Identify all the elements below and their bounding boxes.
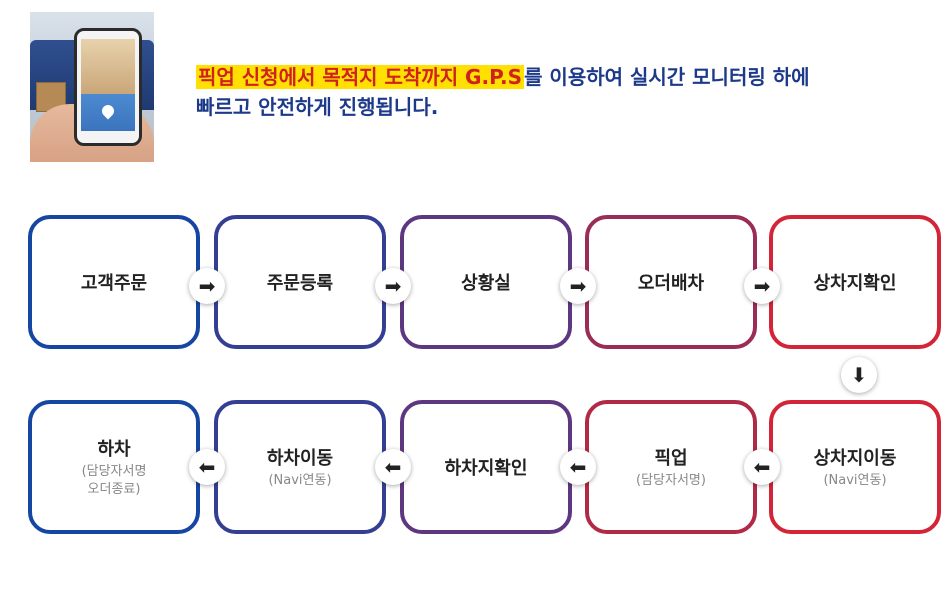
- step-label: 고객주문: [80, 273, 148, 294]
- step-label: 오더배차: [637, 273, 705, 294]
- flow-step-pickup: 픽업 (담당자서명): [585, 400, 757, 534]
- description-line2: 빠르고 안전하게 진행됩니다.: [196, 95, 439, 119]
- step-sublabel: (Navi연동): [268, 473, 332, 488]
- flow-step-customer-order: 고객주문: [28, 215, 200, 349]
- flow-step-unloading-check: 하차지확인: [400, 400, 572, 534]
- location-pin-icon: [99, 102, 117, 120]
- flow-step-loading-move: 상차지이동 (Navi연동): [769, 400, 941, 534]
- step-sublabel: 오더종료): [87, 482, 141, 497]
- arrow-right-icon: ➡: [560, 268, 596, 304]
- step-label: 주문등록: [266, 273, 334, 294]
- step-sublabel: (Navi연동): [823, 473, 887, 488]
- arrow-right-icon: ➡: [744, 268, 780, 304]
- step-sublabel: (담당자서명: [81, 464, 147, 479]
- flow-step-unloading-move: 하차이동 (Navi연동): [214, 400, 386, 534]
- delivery-phone-illustration: [30, 12, 154, 162]
- phone-shape: [74, 28, 142, 146]
- step-label: 하차지확인: [444, 458, 528, 479]
- phone-screen: [81, 39, 135, 131]
- gps-highlight: 픽업 신청에서 목적지 도착까지 G.P.S: [196, 65, 525, 89]
- step-label: 하차: [97, 439, 131, 460]
- flow-step-order-dispatch: 오더배차: [585, 215, 757, 349]
- flow-step-control-room: 상황실: [400, 215, 572, 349]
- flow-step-loading-check: 상차지확인: [769, 215, 941, 349]
- step-label: 상차지확인: [813, 273, 897, 294]
- arrow-down-icon: ⬇: [841, 357, 877, 393]
- arrow-left-icon: ⬅: [744, 449, 780, 485]
- step-label: 상황실: [461, 273, 511, 294]
- step-label: 픽업: [654, 448, 688, 469]
- arrow-left-icon: ⬅: [189, 449, 225, 485]
- step-label: 상차지이동: [813, 448, 897, 469]
- arrow-left-icon: ⬅: [560, 449, 596, 485]
- flow-step-order-registration: 주문등록: [214, 215, 386, 349]
- arrow-right-icon: ➡: [375, 268, 411, 304]
- arrow-left-icon: ⬅: [375, 449, 411, 485]
- step-sublabel: (담당자서명): [636, 473, 706, 488]
- step-label: 하차이동: [266, 448, 334, 469]
- arrow-right-icon: ➡: [189, 268, 225, 304]
- flow-step-unloading: 하차 (담당자서명 오더종료): [28, 400, 200, 534]
- description-line1-rest: 를 이용하여 실시간 모니터링 하에: [524, 65, 810, 89]
